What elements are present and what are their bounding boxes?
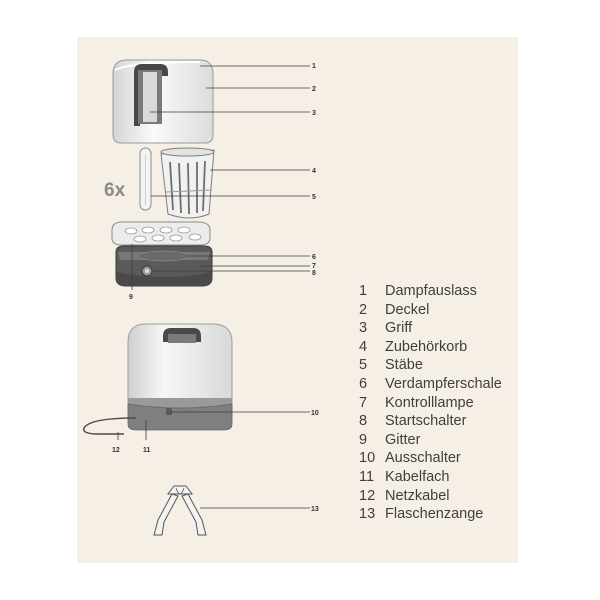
legend-number: 6 [359, 375, 368, 392]
legend-item: 3 Griff [359, 319, 502, 338]
legend-number: 1 [359, 283, 368, 299]
callout-8: 8 [312, 270, 316, 277]
legend-label: Flaschenzange [385, 506, 484, 523]
legend-item: 2 Deckel [359, 301, 502, 320]
leader-lines [117, 65, 310, 509]
callout-4: 4 [312, 168, 316, 175]
legend-label: Dampfauslass [385, 283, 477, 299]
lid-illustration [112, 59, 214, 144]
grid-illustration [111, 221, 211, 246]
legend-number: 11 [359, 468, 375, 485]
legend-label: Kabelfach [385, 468, 450, 485]
callout-11: 11 [143, 447, 151, 454]
legend-label: Startschalter [385, 413, 467, 430]
callout-1: 1 [312, 63, 316, 70]
rods-illustration [139, 147, 152, 211]
callout-3: 3 [312, 110, 316, 117]
callout-9: 9 [129, 294, 133, 301]
legend-item: 9 Gitter [359, 431, 502, 450]
legend-label: Zubehörkorb [385, 338, 468, 355]
legend-label: Deckel [385, 301, 430, 318]
legend-item: 12 Netzkabel [359, 487, 502, 506]
legend-item: 4 Zubehörkorb [359, 338, 502, 357]
callout-10: 10 [311, 410, 319, 417]
bottle-tongs-illustration [153, 485, 207, 536]
callout-13: 13 [311, 506, 319, 513]
legend-label: Kontrolllampe [385, 394, 474, 411]
legend-number: 5 [359, 357, 368, 374]
legend-label: Ausschalter [385, 450, 461, 467]
legend-number: 12 [359, 487, 376, 504]
lid-handle [134, 64, 168, 126]
parts-legend: 1 Dampfauslass 2 Deckel 3 Griff 4 Zubehörkor… [359, 282, 502, 524]
legend-item: 5 Stäbe [359, 356, 502, 375]
callout-7: 7 [312, 263, 316, 270]
rod-multiplier: 6x [104, 180, 126, 201]
legend-number: 9 [359, 431, 368, 448]
callout-numbers: 1 2 3 4 5 6 7 8 9 10 11 12 13 [112, 63, 319, 513]
legend-number: 7 [359, 394, 368, 411]
callout-6: 6 [312, 254, 316, 261]
legend-label: Netzkabel [385, 487, 450, 504]
legend-label: Verdampferschale [385, 375, 502, 392]
legend-label: Gitter [385, 431, 421, 448]
legend-item: 1 Dampfauslass [359, 282, 502, 301]
basket-illustration [160, 147, 215, 219]
callout-12: 12 [112, 447, 120, 454]
legend-number: 2 [359, 301, 368, 318]
legend-number: 10 [359, 450, 376, 467]
legend-number: 8 [359, 413, 368, 430]
assembled-appliance-illustration [83, 323, 233, 435]
legend-item: 13 Flaschenzange [359, 505, 502, 524]
callout-5: 5 [312, 194, 316, 201]
legend-item: 8 Startschalter [359, 412, 502, 431]
legend-item: 10 Ausschalter [359, 449, 502, 468]
legend-item: 6 Verdampferschale [359, 375, 502, 394]
legend-label: Stäbe [385, 357, 423, 374]
base-unit-illustration [115, 245, 213, 287]
legend-number: 13 [359, 506, 376, 523]
legend-item: 11 Kabelfach [359, 468, 502, 487]
legend-number: 4 [359, 338, 368, 355]
legend-item: 7 Kontrolllampe [359, 394, 502, 413]
legend-number: 3 [359, 320, 368, 337]
legend-label: Griff [385, 320, 413, 337]
callout-2: 2 [312, 86, 316, 93]
